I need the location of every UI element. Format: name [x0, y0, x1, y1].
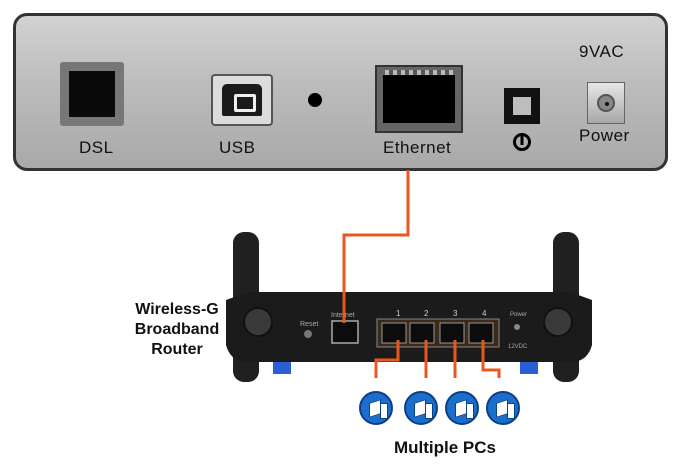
router-label-line-3: Router: [151, 341, 203, 358]
dsl-label: DSL: [79, 138, 114, 157]
internet-cable: [342, 170, 410, 323]
pc-icon: [359, 391, 393, 425]
left-antenna-base: [243, 307, 273, 337]
power-label: Power: [579, 126, 630, 145]
voltage-label: 9VAC: [579, 42, 625, 61]
router-label: Wireless-G Broadband Router: [128, 300, 226, 360]
router-foot-left: [273, 362, 291, 374]
lan-port-3: [439, 322, 465, 344]
dsl-port: [60, 62, 124, 126]
pc-icon: [486, 391, 520, 425]
router-reset-button: [304, 330, 312, 338]
lan-label-2: 2: [424, 309, 429, 318]
usb-port: [211, 74, 273, 126]
lan-port-2: [409, 322, 435, 344]
pc-cable-4: [481, 340, 501, 378]
power-icon: [513, 133, 531, 151]
pc-icon: [445, 391, 479, 425]
power-switch: [504, 88, 540, 124]
pc-cable-1: [374, 340, 400, 378]
pc-icon: [404, 391, 438, 425]
router-foot-right: [520, 362, 538, 374]
ethernet-label: Ethernet: [383, 138, 452, 157]
right-antenna-base: [543, 307, 573, 337]
usb-label: USB: [219, 138, 256, 157]
lan-label-1: 1: [396, 309, 401, 318]
router-label-line-1: Wireless-G: [135, 301, 219, 318]
modem-rear-panel: DSL USB Ethernet 9VAC Power: [13, 13, 668, 171]
multiple-pcs-label: Multiple PCs: [393, 438, 496, 457]
lan-port-4: [468, 322, 494, 344]
power-jack: [587, 82, 625, 124]
router-internet-port: [331, 320, 359, 344]
router-label-line-2: Broadband: [134, 321, 220, 338]
router-reset-label: Reset: [300, 321, 318, 328]
lan-label-3: 3: [453, 309, 458, 318]
reset-hole: [308, 93, 322, 107]
router-dc-label: 12VDC: [508, 344, 528, 350]
lan-port-1: [381, 322, 407, 344]
lan-label-4: 4: [482, 309, 487, 318]
router-power-label: Power: [510, 312, 527, 318]
ethernet-port: [375, 65, 463, 133]
router-power-jack: [514, 324, 520, 330]
